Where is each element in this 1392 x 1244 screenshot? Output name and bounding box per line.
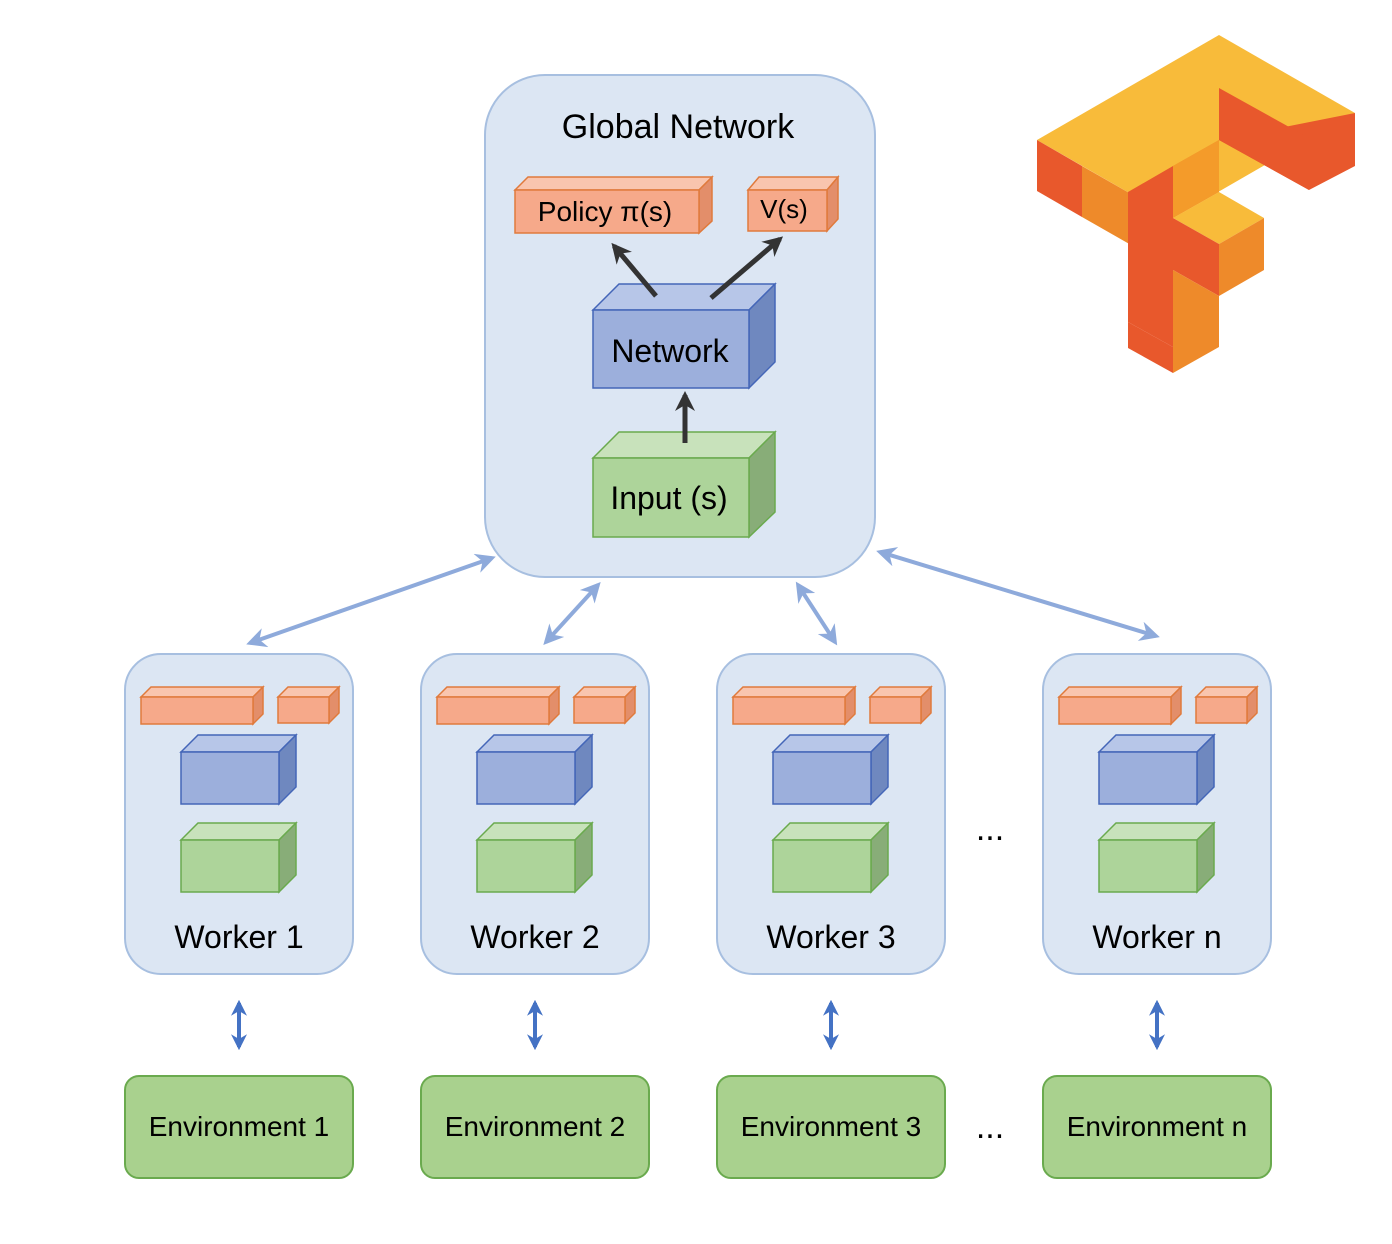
worker-1-panel: Worker 1 (124, 653, 354, 975)
environment-label: Environment 3 (741, 1111, 922, 1142)
environments-ellipsis: ... (976, 1108, 1004, 1146)
global-workern-sync-arrow (876, 547, 1160, 641)
worker-policy-block (1057, 685, 1183, 726)
worker-input-block (179, 821, 298, 894)
worker-policy-block (139, 685, 265, 726)
tensorflow-logo-icon (1037, 35, 1355, 373)
environment-4-box: Environment n (1042, 1075, 1272, 1179)
policy-block: Policy π(s) (513, 175, 714, 235)
worker-policy-block (435, 685, 561, 726)
worker-network-block (475, 733, 594, 806)
network-label: Network (611, 333, 729, 369)
workers-ellipsis: ... (976, 810, 1004, 848)
worker-label: Worker n (1092, 919, 1221, 955)
global-worker3-sync-arrow (795, 581, 838, 646)
input-block: Input (s) (591, 430, 777, 539)
worker-input-block (475, 821, 594, 894)
network-to-policy-arrow (611, 242, 658, 298)
worker-network-block (1097, 733, 1216, 806)
network-block: Network (591, 282, 777, 390)
environment-label: Environment 1 (149, 1111, 330, 1142)
worker-value-block (1194, 685, 1259, 725)
worker-label: Worker 1 (174, 919, 303, 955)
policy-label: Policy π(s) (538, 196, 672, 227)
global-network-panel: Global Network Policy π(s) V(s) Network (484, 74, 876, 578)
environment-label: Environment 2 (445, 1111, 626, 1142)
worker-input-block (1097, 821, 1216, 894)
global-worker2-sync-arrow (543, 582, 601, 645)
worker-label: Worker 2 (470, 919, 599, 955)
workers-group: Worker 1 Environment 1 Worker 2 Environment… (124, 653, 1272, 1179)
worker-label: Worker 3 (766, 919, 895, 955)
worker-network-block (771, 733, 890, 806)
value-block: V(s) (746, 174, 840, 233)
environment-1-box: Environment 1 (124, 1075, 354, 1179)
global-worker1-sync-arrow (246, 553, 496, 648)
input-label: Input (s) (610, 480, 727, 516)
global-network-title: Global Network (562, 108, 795, 146)
network-to-value-arrow (709, 236, 784, 300)
worker-2-panel: Worker 2 (420, 653, 650, 975)
worker-value-block (572, 685, 637, 725)
value-label: V(s) (760, 194, 808, 224)
worker-4-panel: Worker n (1042, 653, 1272, 975)
worker-input-block (771, 821, 890, 894)
worker-policy-block (731, 685, 857, 726)
worker-value-block (276, 685, 341, 725)
worker-value-block (868, 685, 933, 725)
environment-label: Environment n (1067, 1111, 1248, 1142)
worker-3-panel: Worker 3 (716, 653, 946, 975)
environment-3-box: Environment 3 (716, 1075, 946, 1179)
environment-2-box: Environment 2 (420, 1075, 650, 1179)
worker-network-block (179, 733, 298, 806)
